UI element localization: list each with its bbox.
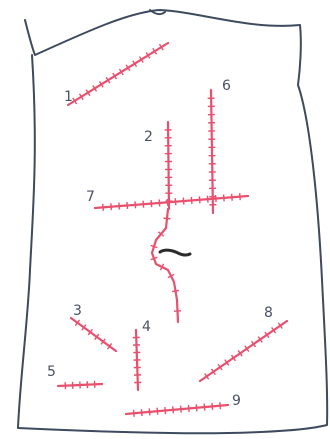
stitch-mark <box>196 404 197 411</box>
stitch-mark <box>167 199 168 206</box>
stitch-mark <box>175 198 176 205</box>
stitch-mark <box>220 402 221 409</box>
stitch-mark <box>224 194 225 201</box>
incision-label-8: 8 <box>264 305 273 321</box>
stitch-mark <box>111 203 112 210</box>
incision-label-9: 9 <box>232 393 241 409</box>
stitch-mark <box>172 290 179 291</box>
incision-label-1: 1 <box>64 89 73 105</box>
stitch-mark <box>119 203 120 210</box>
incisions-group <box>58 43 287 417</box>
incision-3 <box>71 318 116 351</box>
incision-9 <box>126 402 228 417</box>
incision-6 <box>208 90 217 213</box>
stitch-mark <box>157 408 158 415</box>
incision-line-2 <box>168 122 169 209</box>
stitch-mark <box>173 406 174 413</box>
stitch-mark <box>232 194 233 201</box>
labels-group: 1 2 3 4 5 6 7 8 9 <box>47 78 273 409</box>
stitch-mark <box>165 407 166 414</box>
incision-5 <box>58 381 102 389</box>
incision-label-4: 4 <box>142 319 151 335</box>
stitch-mark <box>216 195 217 202</box>
stitch-mark <box>151 200 152 207</box>
incision-label-2: 2 <box>144 129 153 145</box>
incision-8 <box>200 321 287 381</box>
stitch-mark <box>127 202 128 209</box>
stitch-mark <box>207 196 208 203</box>
torso-outline <box>18 10 327 433</box>
stitch-mark <box>141 409 142 416</box>
stitch-mark <box>181 406 182 413</box>
stitch-mark <box>164 218 171 219</box>
incision-label-5: 5 <box>47 364 56 380</box>
incision-line-periumbilical <box>152 209 178 322</box>
stitch-mark <box>191 197 192 204</box>
incision-periumbilical <box>151 209 181 322</box>
incision-line-6 <box>211 90 213 213</box>
incision-line-1 <box>68 43 168 105</box>
incision-line-7 <box>95 196 248 208</box>
stitch-mark <box>204 404 205 411</box>
incision-label-3: 3 <box>73 303 82 319</box>
stitch-mark <box>188 405 189 412</box>
stitch-mark <box>103 204 104 211</box>
stitch-mark <box>135 201 136 208</box>
incision-label-6: 6 <box>222 78 231 94</box>
stitch-mark <box>143 201 144 208</box>
stitch-mark <box>149 408 150 415</box>
stitch-mark <box>151 245 158 247</box>
stitch-mark <box>134 410 135 417</box>
stitch-mark <box>199 196 200 203</box>
incision-7 <box>95 193 248 211</box>
incision-1 <box>68 43 168 105</box>
incision-2 <box>165 122 173 209</box>
stitch-mark <box>240 193 241 200</box>
stitch-mark <box>212 403 213 410</box>
incision-label-7: 7 <box>86 189 95 205</box>
incision-4 <box>133 330 141 390</box>
stitch-mark <box>183 198 184 205</box>
stitch-mark <box>159 199 160 206</box>
umbilicus-mark <box>160 250 190 255</box>
